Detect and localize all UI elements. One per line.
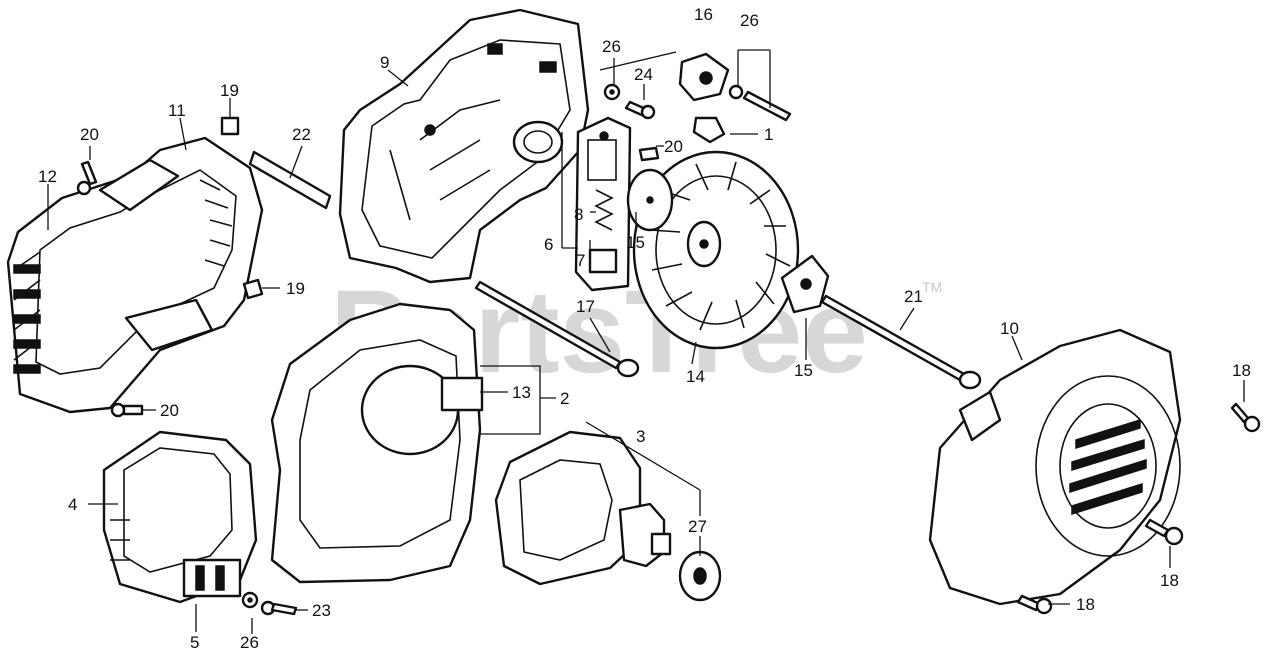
callout-8: 8	[574, 205, 583, 224]
plate-15-upper-part[interactable]	[626, 168, 674, 232]
callout-13: 13	[512, 383, 531, 402]
callout-26-top: 26	[602, 37, 621, 56]
crankcase-part[interactable]	[270, 302, 484, 584]
callout-19-lower: 19	[286, 279, 305, 298]
starter-part[interactable]	[494, 430, 672, 586]
callout-24: 24	[634, 65, 653, 84]
bolt-18-bottom-part[interactable]	[1016, 594, 1053, 615]
bolt-18-cover-part[interactable]	[1144, 518, 1184, 546]
callout-21: 21	[904, 287, 923, 306]
callout-19-top: 19	[220, 81, 239, 100]
washer-26-bottom-part[interactable]	[241, 591, 259, 609]
callout-labels: 1 2 3 4 5 6 7 8 9 10 11 12 13 14 15 15 1…	[38, 5, 1251, 652]
bracket-part[interactable]	[678, 52, 730, 102]
callout-26-right: 26	[740, 11, 759, 30]
bolt-17-part[interactable]	[474, 280, 640, 378]
callout-18-bottom: 18	[1076, 595, 1095, 614]
screw-23-part[interactable]	[260, 600, 298, 616]
screw-26-right-part[interactable]	[728, 84, 792, 122]
bolt-20-carb-part[interactable]	[638, 146, 660, 162]
callout-15-lower: 15	[794, 361, 813, 380]
leader-lines	[47, 49, 1245, 634]
callout-17: 17	[576, 297, 595, 316]
callout-2: 2	[560, 389, 569, 408]
flywheel-part[interactable]	[632, 150, 800, 350]
bolt-21-part[interactable]	[820, 294, 982, 390]
callout-1: 1	[764, 125, 773, 144]
fan-cover-part[interactable]	[928, 328, 1182, 606]
clip-19-lower-part[interactable]	[242, 278, 264, 300]
plate-15-lower-part[interactable]	[780, 254, 830, 314]
callout-22: 22	[292, 125, 311, 144]
engine-case-part[interactable]	[338, 8, 590, 284]
pin-part[interactable]	[248, 150, 332, 210]
callout-20-bottom: 20	[160, 401, 179, 420]
callout-18-cover: 18	[1160, 571, 1179, 590]
callout-4: 4	[68, 495, 77, 514]
callout-9: 9	[380, 53, 389, 72]
callout-5: 5	[190, 633, 199, 652]
callout-3: 3	[636, 427, 645, 446]
clip-19-top-part[interactable]	[220, 116, 240, 136]
callout-20-top: 20	[80, 125, 99, 144]
callout-11: 11	[168, 101, 186, 120]
washer-26-top-part[interactable]	[603, 83, 621, 101]
callout-6: 6	[544, 235, 553, 254]
callout-7: 7	[576, 251, 585, 270]
callout-16: 16	[694, 5, 713, 24]
cover-shroud-part[interactable]	[6, 136, 264, 414]
screw-24-part[interactable]	[624, 100, 656, 120]
pulley-27-part[interactable]	[678, 550, 722, 602]
clip-1-part[interactable]	[692, 116, 726, 144]
callout-20-carb: 20	[664, 137, 683, 156]
callout-26-bottom: 26	[240, 633, 259, 652]
callout-15-upper: 15	[626, 233, 645, 252]
callout-23: 23	[312, 601, 331, 620]
bolt-18-right-part[interactable]	[1230, 402, 1261, 433]
watermark-trademark: TM	[922, 279, 942, 295]
bolt-20-bottom-part[interactable]	[110, 402, 144, 418]
callout-27: 27	[688, 517, 707, 536]
ignition-coil-part[interactable]	[102, 430, 258, 604]
callout-10: 10	[1000, 319, 1019, 338]
callout-18-right: 18	[1232, 361, 1251, 380]
callout-14: 14	[686, 367, 705, 386]
callout-12: 12	[38, 167, 57, 186]
bolt-20-top-part[interactable]	[76, 160, 98, 196]
